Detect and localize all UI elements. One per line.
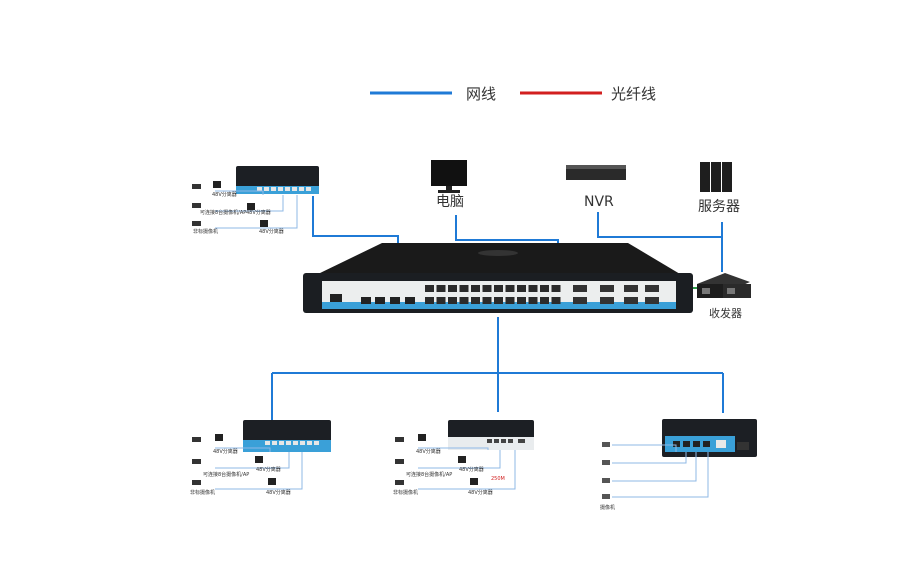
splitter-label: 48V分离器 [459, 466, 484, 473]
rj45-port [494, 285, 503, 292]
server-label: 服务器 [698, 199, 740, 215]
camera-icon [192, 221, 201, 226]
camera-label: 摄像机 [600, 504, 615, 511]
rj45-port [436, 297, 446, 304]
monitor-icon [431, 160, 467, 186]
splitter-icon [470, 478, 478, 485]
splitter-label: 48V分离器 [259, 228, 284, 235]
nvr-icon [566, 168, 626, 180]
rj45-port [517, 285, 526, 292]
splitter-icon [458, 456, 466, 463]
pc-device: 电脑 [431, 160, 467, 210]
splitter-label: 48V分离器 [416, 448, 441, 455]
transceiver-label: 收发器 [709, 306, 742, 320]
rj45-port [459, 297, 469, 304]
splitter-icon [215, 434, 223, 441]
legend-fiber-label: 光纤线 [611, 85, 656, 103]
rj45-port [448, 285, 457, 292]
camera-icon [192, 459, 201, 464]
switch-cluster-topleft: 48V分离器 可连接8台摄像机/AP 48V分离器 非标摄像机 48V分离器 [192, 166, 319, 235]
camera-icon [395, 480, 404, 485]
nvr-device: NVR [566, 165, 626, 210]
splitter-label: 48V分离器 [213, 448, 238, 455]
noncompliant-camera-label: 非标摄像机 [393, 489, 418, 496]
rj45-port [540, 285, 549, 292]
rj45-port [528, 297, 538, 304]
rj45-port [425, 297, 434, 304]
rj45-port [471, 297, 480, 304]
ap-label: 可连接8台摄像机/AP [203, 471, 249, 478]
link-nvr [597, 212, 722, 238]
rj45-port [471, 285, 480, 292]
rj45-port [459, 285, 469, 292]
rj45-port [494, 297, 503, 304]
switch-cluster-bottomright: 摄像机 [600, 419, 757, 511]
camera-icon [192, 203, 201, 208]
rj45-port [517, 297, 526, 304]
distance-label: 250M [491, 476, 505, 482]
splitter-icon [268, 478, 276, 485]
splitter-icon [418, 434, 426, 441]
rj45-port [482, 285, 492, 292]
splitter-icon [260, 220, 268, 227]
ap-label: 可连接8台摄像机/AP [200, 209, 246, 216]
splitter-label: 48V分离器 [266, 489, 291, 496]
camera-icon [395, 459, 404, 464]
noncompliant-camera-label: 非标摄像机 [190, 489, 215, 496]
rj45-port [448, 297, 457, 304]
rj45-port [551, 297, 561, 304]
pc-label: 电脑 [436, 194, 464, 210]
legend: 网线 光纤线 [370, 85, 656, 103]
server-device: 服务器 [698, 162, 740, 215]
rj45-port [551, 285, 561, 292]
splitter-icon [213, 181, 221, 188]
rj45-port [505, 285, 515, 292]
camera-icon [602, 478, 610, 483]
connections [271, 196, 724, 425]
camera-icon [192, 437, 201, 442]
camera-icon [192, 480, 201, 485]
splitter-label: 48V分离器 [212, 191, 237, 198]
rj45-port [425, 285, 434, 292]
rj45-port [436, 285, 446, 292]
splitter-label: 48V分离器 [468, 489, 493, 496]
switch-cluster-bottommid: 48V分离器 可连接8台摄像机/AP 48V分离器 250M 非标摄像机 48V… [393, 420, 534, 496]
splitter-label: 48V分离器 [256, 466, 281, 473]
transceiver-device: 收发器 [697, 273, 751, 320]
splitter-icon [255, 456, 263, 463]
core-switch [303, 243, 693, 313]
rj45-port [528, 285, 538, 292]
splitter-icon [247, 203, 255, 210]
rj45-port [505, 297, 515, 304]
camera-icon [602, 460, 610, 465]
nvr-label: NVR [584, 194, 614, 210]
splitter-label: 48V分离器 [246, 209, 271, 216]
switch-cluster-bottomleft: 48V分离器 可连接8台摄像机/AP 48V分离器 非标摄像机 48V分离器 [190, 420, 331, 496]
camera-icon [602, 494, 610, 499]
camera-icon [395, 437, 404, 442]
ap-label: 可连接8台摄像机/AP [406, 471, 452, 478]
camera-icon [602, 442, 610, 447]
server-rack-icon [700, 162, 710, 192]
legend-network-label: 网线 [466, 85, 496, 103]
rj45-port [482, 297, 492, 304]
rj45-port [540, 297, 549, 304]
camera-icon [192, 184, 201, 189]
noncompliant-camera-label: 非标摄像机 [193, 228, 218, 235]
